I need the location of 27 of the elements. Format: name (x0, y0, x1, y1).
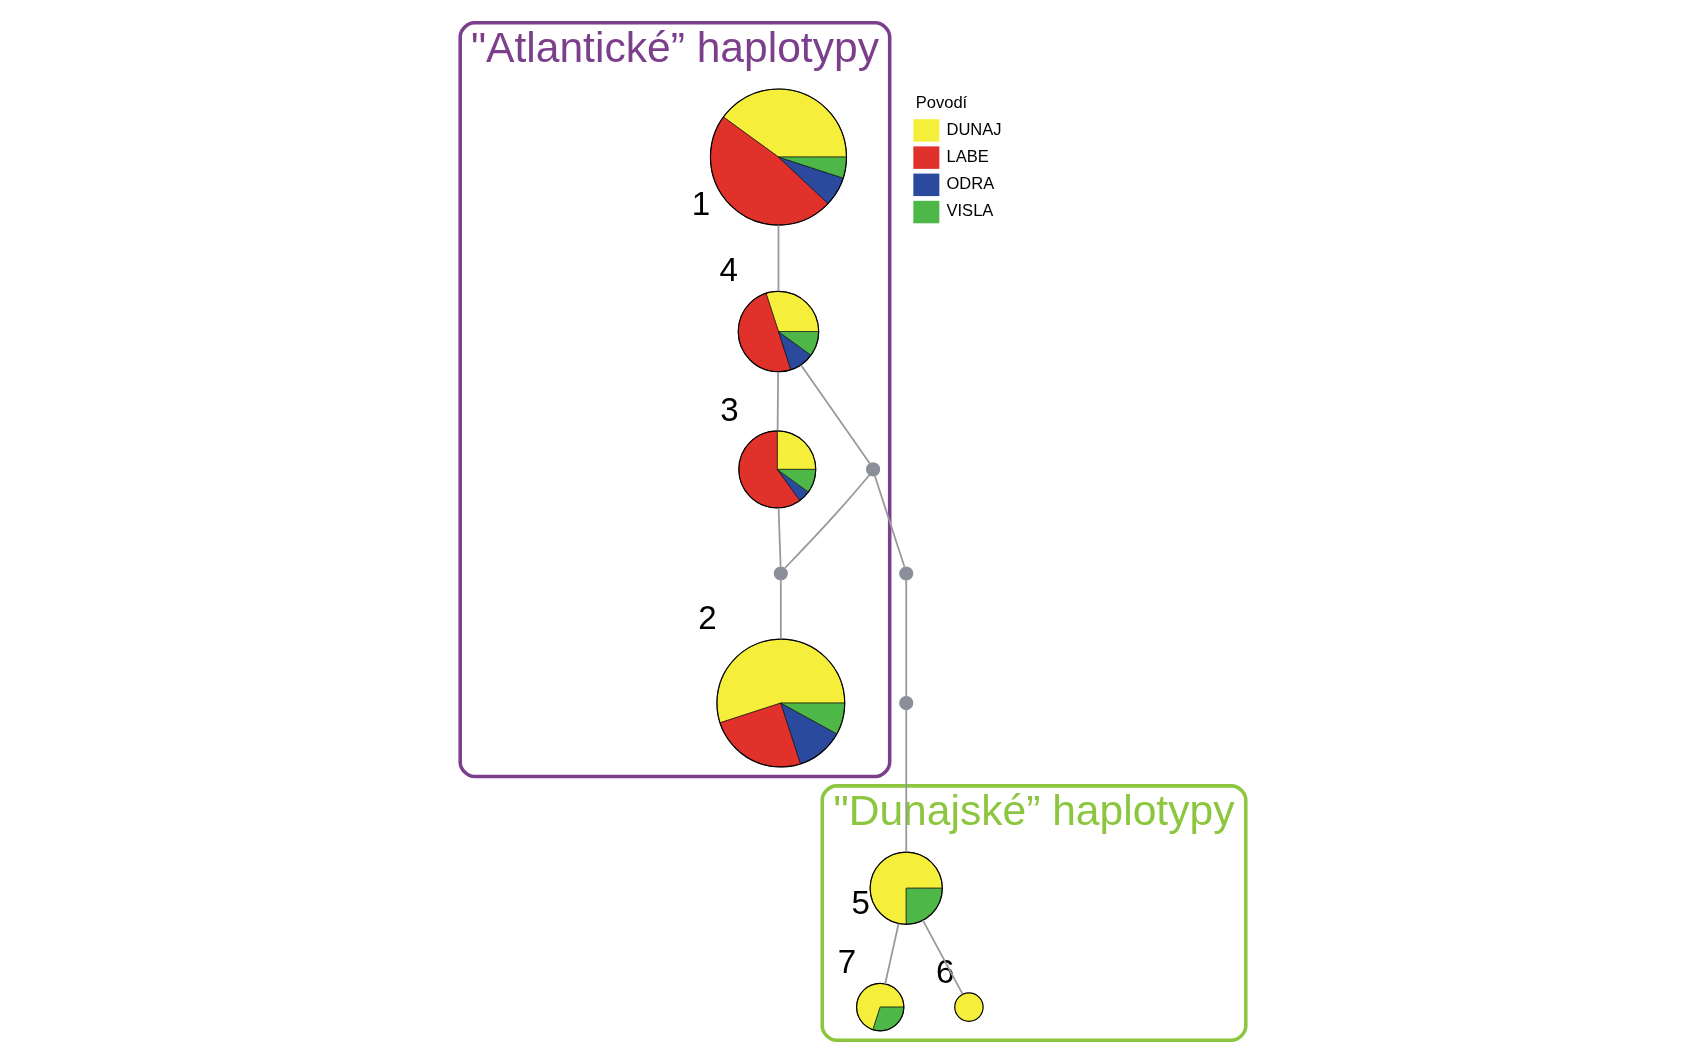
connector (776, 371, 779, 432)
node-label: 2 (698, 598, 717, 636)
node-circle (899, 566, 914, 581)
connector (777, 507, 782, 568)
node-circle (899, 695, 914, 711)
legend-label: ODRA (946, 174, 995, 194)
node-label: 3 (720, 390, 739, 428)
node-label: 1 (691, 184, 711, 222)
node-label: 7 (837, 943, 857, 981)
legend-label: VISLA (946, 201, 994, 221)
connector (779, 579, 782, 640)
legend-label: LABE (946, 147, 989, 167)
connector (884, 922, 900, 985)
label: Povodí (915, 92, 968, 112)
connector (874, 475, 906, 568)
connector (777, 224, 780, 292)
node-circle (773, 566, 788, 581)
connector (784, 474, 871, 569)
connector (800, 364, 871, 465)
connector (922, 919, 964, 996)
node-label: 4 (719, 251, 738, 289)
node-label: 5 (851, 884, 870, 922)
node-circle (954, 992, 984, 1022)
connector (905, 579, 908, 697)
connector (905, 709, 908, 853)
legend-label: DUNAJ (946, 119, 1002, 139)
node-circle (866, 462, 881, 477)
